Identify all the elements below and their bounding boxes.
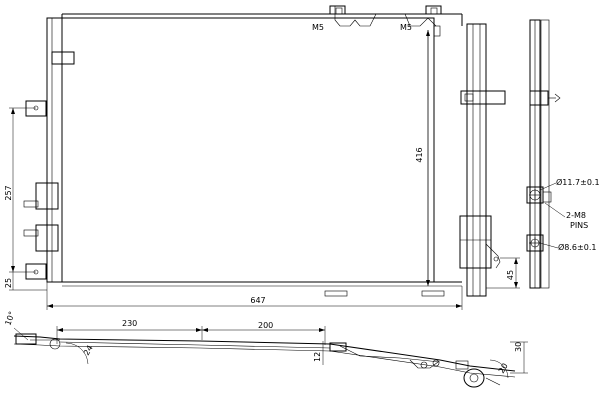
condenser-core: [61, 17, 435, 283]
mount-label-left: M5: [312, 23, 324, 32]
left-tank-cap: [51, 51, 75, 65]
angle-label-24: 24: [82, 344, 95, 357]
dimension-label-12: 12: [313, 352, 322, 362]
side-view: Ø11.7±0.1 2-M8 PINS Ø8.6±0.1: [526, 19, 600, 289]
dimension-416: [426, 30, 430, 286]
pipe-main: [13, 335, 516, 372]
upper-port: [526, 186, 552, 204]
pipe-fitting-left: [15, 333, 61, 350]
lower-bore-label: Ø8.6±0.1: [558, 242, 596, 252]
dimension-label-20: 20: [497, 362, 510, 375]
bottom-bracket-left: [324, 290, 348, 297]
dimension-label-416: 416: [415, 147, 424, 162]
dimension-label-30: 30: [514, 342, 523, 352]
dimension-label-230: 230: [122, 319, 137, 328]
dimension-25: [9, 272, 47, 291]
pipe-fitting-right: [329, 342, 501, 388]
dimension-label-647: 647: [250, 296, 265, 305]
dimension-647: [46, 282, 463, 310]
dimension-257: [9, 107, 36, 273]
left-side-tank: [46, 17, 63, 283]
left-fittings: [23, 100, 59, 280]
angle-label-10: 10°: [3, 310, 16, 326]
top-mount-bracket-left: [329, 5, 377, 27]
bottom-view: 230 200 10° 24 12 30 20: [3, 310, 528, 388]
lower-port: [526, 234, 544, 252]
dimension-45: [486, 257, 520, 289]
upper-bore-label: Ø11.7±0.1: [556, 177, 600, 187]
dimension-230-200: [56, 326, 326, 345]
pins-label-line2: PINS: [570, 221, 588, 230]
pins-label-line1: 2-M8: [566, 211, 586, 220]
dimension-label-200: 200: [258, 321, 273, 330]
bottom-bracket-right: [421, 290, 445, 297]
receiver-drier: [459, 23, 506, 297]
side-top-fitting: [529, 90, 549, 106]
front-view: M5 M5: [4, 5, 520, 310]
top-mount-bracket-right: [404, 5, 442, 37]
mount-label-right: M5: [400, 23, 412, 32]
dimension-label-45: 45: [506, 270, 515, 280]
dimension-label-257: 257: [4, 185, 13, 200]
dimension-label-25: 25: [4, 278, 13, 288]
